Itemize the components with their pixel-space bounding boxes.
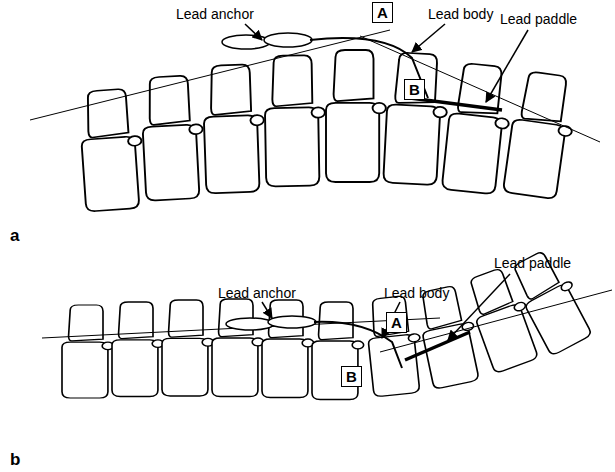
vertebra — [78, 88, 146, 212]
vertebra — [162, 300, 214, 396]
panel-letter: a — [10, 228, 19, 244]
part-label: Lead body — [428, 6, 493, 22]
vertebra — [202, 64, 266, 194]
point-letter: A — [377, 5, 388, 21]
vertebra — [442, 62, 515, 195]
lead-anchor — [222, 35, 270, 49]
vertebra — [312, 302, 364, 400]
leader-arrow — [448, 274, 510, 340]
leader-arrow — [262, 302, 272, 318]
vertebra — [62, 305, 114, 398]
letter-box: B — [341, 366, 362, 387]
letter-box: B — [404, 79, 425, 100]
vertebrae — [62, 246, 597, 400]
part-label: Lead anchor — [176, 6, 254, 22]
lead-anchor — [226, 318, 274, 330]
reference-line — [30, 30, 390, 120]
part-label: Lead anchor — [218, 285, 296, 301]
vertebra — [112, 302, 164, 397]
leader-arrow — [245, 24, 262, 40]
vertebra — [503, 70, 579, 200]
vertebra — [326, 50, 386, 182]
lead-anchor — [268, 316, 316, 328]
reference-line — [360, 36, 600, 142]
part-label: Lead paddle — [494, 255, 571, 271]
point-letter: A — [391, 315, 402, 331]
part-label: Lead paddle — [500, 11, 577, 27]
vertebrae — [78, 50, 579, 212]
leader-arrow — [486, 30, 528, 102]
point-letter: B — [346, 369, 357, 385]
vertebra — [262, 300, 314, 398]
lead-anchor — [264, 33, 312, 47]
vertebra — [212, 299, 264, 397]
point-letter: B — [409, 82, 420, 98]
leader-arrow — [412, 24, 445, 52]
lead-body — [310, 38, 428, 98]
vertebra — [364, 295, 426, 397]
vertebra — [383, 52, 450, 185]
part-label: Lead body — [384, 285, 449, 301]
vertebra — [264, 55, 326, 187]
vertebra — [140, 75, 206, 201]
panel-letter: b — [10, 452, 20, 468]
lead-paddle — [405, 332, 470, 360]
letter-box: A — [386, 312, 407, 333]
letter-box: A — [372, 2, 393, 23]
